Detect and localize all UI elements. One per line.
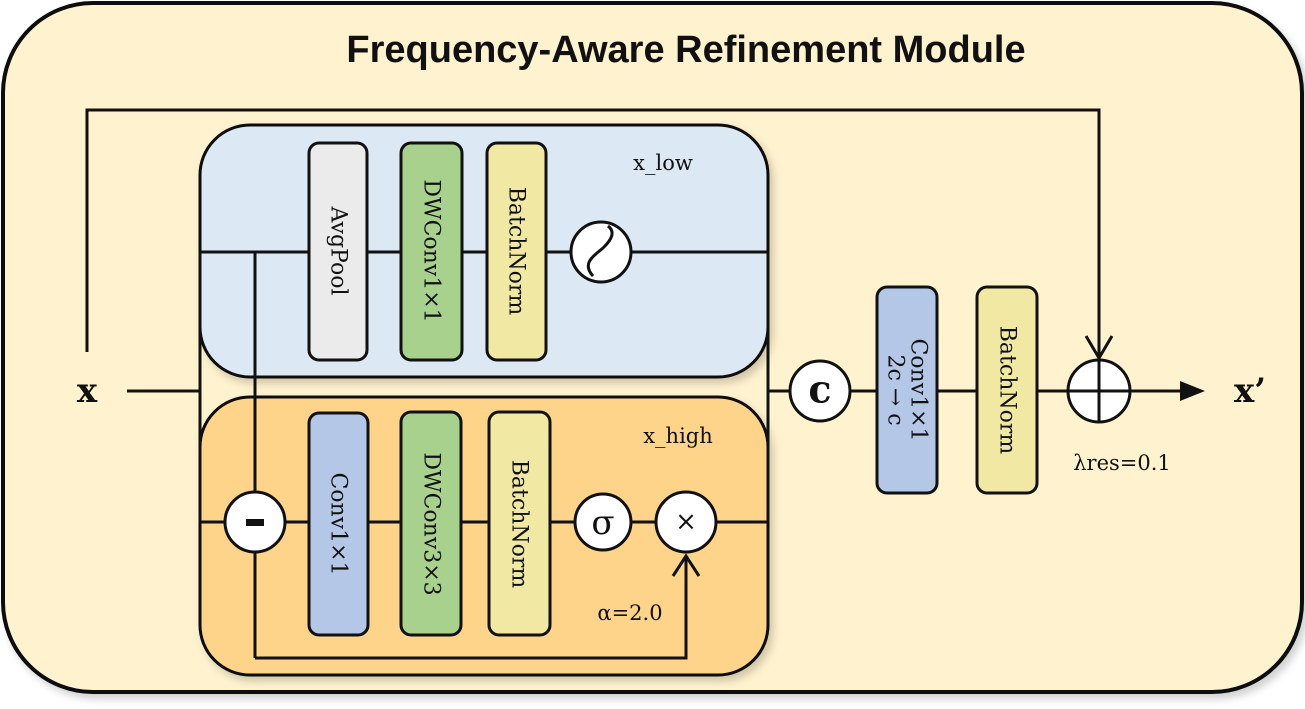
alpha-loop-line	[255, 556, 688, 660]
low-batchnorm-block: BatchNorm	[485, 141, 548, 362]
sigmoid-icon: σ	[573, 492, 633, 552]
fusion-conv-channels: 2c → c	[883, 354, 908, 425]
fusion-conv-label: Conv1×1	[906, 338, 931, 441]
alpha-label: α=2.0	[597, 601, 662, 625]
fusion-conv-block: Conv1×1 2c → c	[875, 285, 939, 495]
low-branch-label: x_low	[633, 151, 693, 175]
conv1x1-label: Conv1×1	[326, 472, 351, 575]
skip-connection	[85, 108, 1101, 355]
avgpool-block: AvgPool	[307, 141, 369, 362]
add-icon	[1066, 358, 1132, 424]
avgpool-label: AvgPool	[326, 206, 351, 296]
dwconv3x3-label: DWConv3×3	[419, 452, 444, 595]
high-branch-label: x_high	[643, 424, 713, 448]
dwconv3x3-block: DWConv3×3	[399, 410, 463, 637]
fusion-batchnorm-block: BatchNorm	[975, 285, 1039, 495]
skip-arrow-head	[1084, 335, 1114, 361]
alpha-arrow-head	[671, 553, 701, 577]
multiply-symbol: ×	[675, 507, 697, 537]
dwconv1x1-label: DWConv1×1	[419, 179, 444, 322]
concat-symbol: c	[808, 367, 831, 412]
conv1x1-block: Conv1×1	[307, 411, 370, 637]
output-label: x’	[1234, 371, 1266, 411]
high-batchnorm-block: BatchNorm	[487, 410, 552, 637]
subtract-icon	[223, 490, 287, 554]
high-batchnorm-label: BatchNorm	[507, 460, 532, 589]
multiply-icon: ×	[654, 490, 718, 554]
module-title: Frequency-Aware Refinement Module	[346, 29, 1025, 71]
output-arrow-head	[1180, 381, 1205, 401]
sine-wave-icon	[569, 220, 633, 284]
residual-scale-label: λres=0.1	[1073, 451, 1171, 475]
low-batchnorm-label: BatchNorm	[504, 187, 529, 316]
input-label: x	[77, 371, 98, 411]
dwconv1x1-block: DWConv1×1	[399, 141, 464, 362]
fusion-batchnorm-label: BatchNorm	[995, 326, 1020, 455]
concat-icon: c	[788, 359, 852, 423]
sigmoid-symbol: σ	[591, 503, 614, 543]
